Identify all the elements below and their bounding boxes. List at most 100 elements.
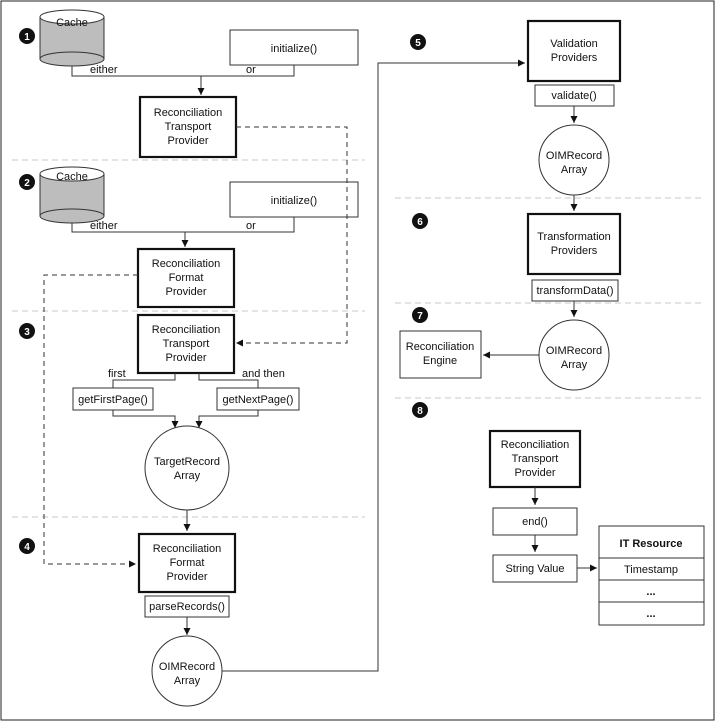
svg-text:OIMRecord: OIMRecord	[159, 661, 215, 673]
step-badge-2: 2	[19, 174, 35, 190]
step-badge-6: 6	[412, 213, 428, 229]
or-label-1: or	[246, 64, 256, 76]
dashed-format-route	[43, 274, 138, 568]
svg-text:parseRecords(): parseRecords()	[149, 601, 225, 613]
svg-text:7: 7	[417, 311, 423, 322]
it-resource-table: IT Resource Timestamp ... ...	[598, 525, 705, 626]
svg-text:Format: Format	[169, 272, 204, 284]
it-resource-row: ...	[646, 586, 655, 598]
svg-text:OIMRecord: OIMRecord	[546, 150, 602, 162]
svg-text:getFirstPage(): getFirstPage()	[78, 394, 148, 406]
svg-text:getNextPage(): getNextPage()	[223, 394, 294, 406]
svg-text:TargetRecord: TargetRecord	[154, 456, 220, 468]
step-badge-5: 5	[410, 34, 426, 50]
oim-record-array-circle-2: OIMRecord Array	[538, 124, 610, 196]
svg-text:Transport: Transport	[512, 453, 559, 465]
step-badges: 1 2 3 4 5 6 7 8	[19, 28, 428, 554]
svg-text:initialize(): initialize()	[271, 43, 317, 55]
svg-text:OIMRecord: OIMRecord	[546, 345, 602, 357]
svg-text:Format: Format	[170, 557, 205, 569]
step-badge-7: 7	[412, 307, 428, 323]
svg-text:Provider: Provider	[166, 286, 207, 298]
step-badge-1: 1	[19, 28, 35, 44]
either-label-2: either	[90, 220, 118, 232]
transformation-providers-box: Transformation Providers	[526, 212, 622, 276]
svg-text:Cache: Cache	[56, 171, 88, 183]
end-method-box: end()	[492, 507, 578, 536]
svg-text:Transport: Transport	[163, 338, 210, 350]
initialize-box-2: initialize()	[229, 181, 359, 218]
step-badge-8: 8	[412, 402, 428, 418]
svg-text:8: 8	[417, 406, 423, 417]
svg-text:Provider: Provider	[168, 135, 209, 147]
target-record-array-circle: TargetRecord Array	[144, 425, 230, 511]
svg-text:Transport: Transport	[165, 121, 212, 133]
svg-text:Transformation: Transformation	[537, 231, 611, 243]
svg-text:Array: Array	[561, 359, 588, 371]
svg-text:Array: Array	[561, 164, 588, 176]
or-label-2: or	[246, 220, 256, 232]
merge-connector-2	[71, 217, 295, 247]
string-value-box: String Value	[492, 554, 578, 583]
svg-text:6: 6	[417, 217, 423, 228]
svg-text:Array: Array	[174, 675, 201, 687]
cache-cylinder-1: Cache	[39, 9, 105, 67]
svg-text:1: 1	[24, 32, 30, 43]
validate-box: validate()	[534, 84, 615, 107]
svg-text:Reconciliation: Reconciliation	[154, 107, 222, 119]
split-connector	[112, 373, 259, 388]
svg-text:3: 3	[24, 327, 30, 338]
pages-to-target-arrows	[112, 410, 259, 428]
step-badge-4: 4	[19, 538, 35, 554]
svg-text:5: 5	[415, 38, 421, 49]
merge-connector-1	[71, 65, 295, 95]
svg-text:initialize(): initialize()	[271, 195, 317, 207]
svg-text:Array: Array	[174, 470, 201, 482]
dashed-transport-route	[236, 126, 348, 347]
svg-text:Reconciliation: Reconciliation	[153, 543, 221, 555]
svg-text:transformData(): transformData()	[536, 285, 613, 297]
svg-text:Provider: Provider	[515, 467, 556, 479]
svg-text:validate(): validate()	[551, 90, 596, 102]
svg-text:String Value: String Value	[505, 563, 564, 575]
step-badge-3: 3	[19, 323, 35, 339]
svg-text:Reconciliation: Reconciliation	[501, 439, 569, 451]
svg-text:2: 2	[24, 178, 30, 189]
it-resource-title: IT Resource	[620, 538, 683, 550]
svg-text:Providers: Providers	[551, 52, 598, 64]
svg-text:4: 4	[24, 542, 30, 553]
oim-record-array-circle-1: OIMRecord Array	[151, 635, 223, 707]
and-then-label: and then	[242, 368, 285, 380]
get-next-page-box: getNextPage()	[216, 387, 300, 411]
transform-data-box: transformData()	[531, 279, 619, 302]
svg-text:Reconciliation: Reconciliation	[406, 341, 474, 353]
svg-text:Reconciliation: Reconciliation	[152, 324, 220, 336]
svg-text:Validation: Validation	[550, 38, 598, 50]
first-label: first	[108, 368, 126, 380]
svg-text:Provider: Provider	[166, 352, 207, 364]
svg-text:end(): end()	[522, 516, 548, 528]
cache-cylinder-2: Cache	[39, 166, 105, 224]
it-resource-row: ...	[646, 608, 655, 620]
oim-to-validation-arrow	[222, 59, 525, 672]
transport-provider-box-1: Reconciliation Transport Provider	[138, 95, 238, 159]
format-provider-box-2: Reconciliation Format Provider	[137, 532, 237, 594]
initialize-box-1: initialize()	[229, 29, 359, 66]
transport-provider-box-2: Reconciliation Transport Provider	[136, 313, 236, 375]
transport-provider-box-3: Reconciliation Transport Provider	[488, 429, 582, 489]
validation-providers-box: Validation Providers	[526, 19, 622, 83]
svg-text:Provider: Provider	[167, 571, 208, 583]
format-provider-box-1: Reconciliation Format Provider	[136, 247, 236, 309]
either-label-1: either	[90, 64, 118, 76]
reconciliation-engine-box: Reconciliation Engine	[399, 330, 482, 379]
oim-record-array-circle-3: OIMRecord Array	[538, 319, 610, 391]
svg-text:Providers: Providers	[551, 245, 598, 257]
parse-records-box: parseRecords()	[144, 595, 230, 618]
section-dividers	[12, 159, 703, 518]
svg-text:Cache: Cache	[56, 17, 88, 29]
it-resource-row: Timestamp	[624, 564, 678, 576]
svg-text:Reconciliation: Reconciliation	[152, 258, 220, 270]
